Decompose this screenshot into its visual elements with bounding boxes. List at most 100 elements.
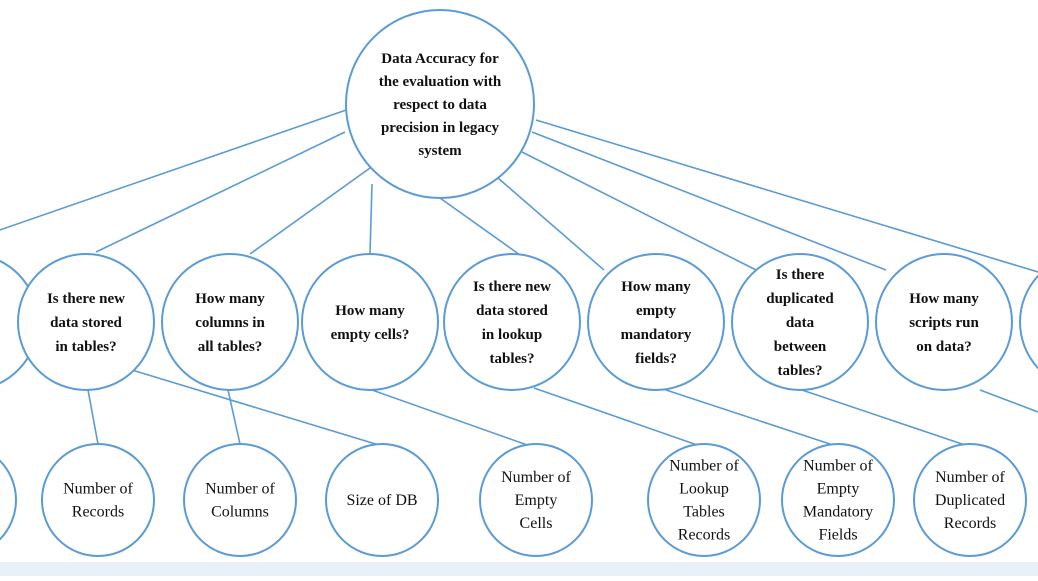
q-partial-right-circle [1019,274,1038,370]
q-duplicated-label-line: Is there [776,267,825,283]
m-records-label-line: Records [72,504,124,521]
root-node-circle [345,9,535,199]
m-empty-mandatory-label-line: Fields [818,527,857,544]
q-empty-cells-label-line: empty cells? [331,327,410,343]
m-columns-label-line: Columns [211,504,269,521]
q-mandatory-fields-circle [587,253,725,391]
connector-columns-to-col-count [227,389,241,445]
m-lookup-records-label-line: Records [678,527,730,544]
m-duplicated-records-label-line: Duplicated [935,492,1005,509]
root-node: Data Accuracy for the evaluation with resp… [345,9,535,199]
q-scripts-label-line: on data? [916,339,971,355]
m-columns-circle [183,443,297,557]
q-new-data-tables-label-line: in tables? [55,339,116,355]
connector-new-data-to-records [87,389,99,445]
root-node-label-line: the evaluation with [379,74,502,90]
m-duplicated-records-label-line: Records [944,515,996,532]
m-empty-mandatory-label-line: Empty [817,481,860,498]
m-records-circle [41,443,155,557]
m-size-db-circle [325,443,439,557]
q-lookup-tables-circle [443,253,581,391]
connector-empty-cells-to-count [371,389,531,447]
q-lookup-tables: Is there new data stored in lookup tables? [443,253,581,391]
q-new-data-tables-label-line: Is there new [47,291,125,307]
m-records: Number of Records [41,443,155,557]
m-columns: Number of Columns [183,443,297,557]
connector-root-to-duplicated [521,151,761,273]
q-mandatory-fields-label-line: empty [636,303,676,319]
m-columns-label-line: Number of [205,481,275,498]
connector-root-to-partial-right [535,119,1038,273]
m-empty-mandatory-circle [781,443,895,557]
connector-lookup-to-records [533,387,701,447]
q-new-data-tables-circle [17,253,155,391]
q-mandatory-fields: How many empty mandatory fields? [587,253,725,391]
q-scripts-label-line: How many [909,291,979,307]
m-empty-mandatory-label-line: Number of [803,458,873,475]
q-duplicated-label-line: tables? [778,363,823,379]
connector-root-to-new-data-tables [95,131,346,253]
bottom-band [0,562,1038,576]
root-node-label-line: respect to data [393,97,487,113]
connector-duplicated-to-count [795,387,969,447]
m-empty-cells-label-line: Cells [520,515,553,532]
m-empty-mandatory-label-line: Mandatory [803,504,873,521]
q-mandatory-fields-label-line: mandatory [621,327,692,343]
root-node-label-line: system [418,143,462,159]
q-new-data-tables: Is there new data stored in tables? [17,253,155,391]
m-records-label-line: Number of [63,481,133,498]
connector-root-to-columns [249,167,371,255]
connector-new-data-to-size-db [131,369,383,447]
root-node-label-line: precision in legacy [381,120,500,136]
connector-scripts-to-partial [979,389,1038,413]
q-duplicated-label-line: data [786,315,815,331]
q-lookup-tables-label-line: in lookup [482,327,542,343]
q-new-data-tables-label-line: data stored [50,315,122,331]
m-lookup-records-label-line: Tables [683,504,725,521]
q-columns-circle [161,253,299,391]
q-columns-label-line: How many [195,291,265,307]
m-duplicated-records-label-line: Number of [935,469,1005,486]
q-columns-label-line: all tables? [198,339,263,355]
m-size-db-label-line: Size of DB [346,492,417,509]
connector-root-to-partial-left [0,107,353,231]
q-duplicated: Is there duplicated data between tables? [731,253,869,391]
m-partial-left [0,459,17,541]
connector-lines [0,107,1038,447]
q-lookup-tables-label-line: data stored [476,303,548,319]
m-lookup-records-label-line: Number of [669,458,739,475]
q-duplicated-label-line: duplicated [766,291,834,307]
m-duplicated-records-circle [913,443,1027,557]
q-scripts-label-line: scripts run [909,315,979,331]
q-lookup-tables-label-line: tables? [490,351,535,367]
q-empty-cells: How many empty cells? [301,253,439,391]
connector-root-to-mandatory-fields [497,177,605,271]
q-scripts-circle [875,253,1013,391]
m-empty-cells-label-line: Number of [501,469,571,486]
q-scripts: How many scripts run on data? [875,253,1013,391]
q-empty-cells-circle [301,253,439,391]
connector-root-to-lookup-tables [439,197,521,256]
q-mandatory-fields-label-line: fields? [635,351,677,367]
q-partial-right [1019,274,1038,370]
q-lookup-tables-label-line: Is there new [473,279,551,295]
connector-mandatory-to-count [659,387,837,447]
m-empty-cells-label-line: Empty [515,492,558,509]
q-duplicated-circle [731,253,869,391]
m-empty-cells-circle [479,443,593,557]
m-lookup-records-circle [647,443,761,557]
connector-root-to-empty-cells [369,183,373,255]
q-duplicated-label-line: between [774,339,827,355]
m-lookup-records-label-line: Lookup [679,481,729,498]
q-empty-cells-label-line: How many [335,303,405,319]
connector-root-to-scripts [531,131,887,271]
q-mandatory-fields-label-line: How many [621,279,691,295]
m-size-db: Size of DB [325,443,439,557]
root-node-label-line: Data Accuracy for [381,51,499,67]
